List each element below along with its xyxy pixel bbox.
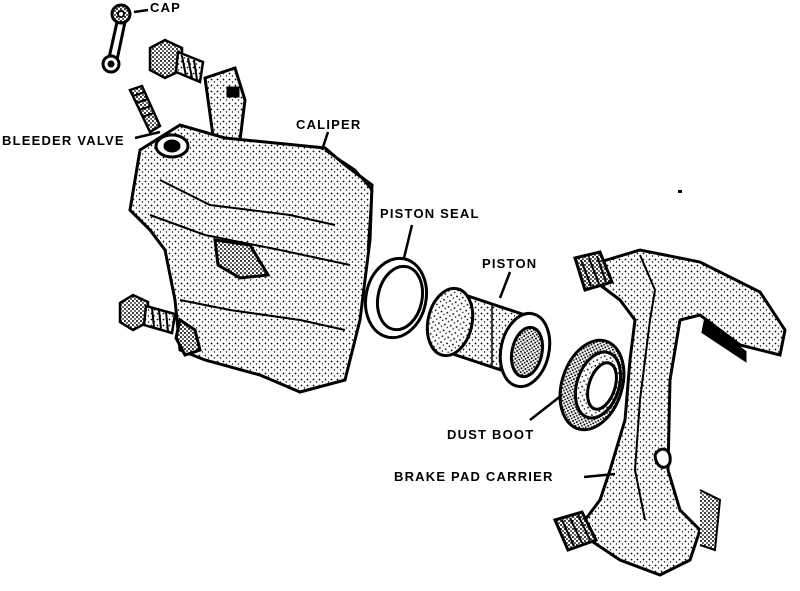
piston <box>425 286 552 389</box>
upper-mounting-bolt <box>148 38 205 84</box>
leader-cap <box>133 8 149 14</box>
leader-lines <box>133 8 616 479</box>
leader-bleeder-valve <box>134 130 161 140</box>
caliper-body <box>128 66 374 394</box>
leader-dust-boot <box>529 394 563 421</box>
leader-caliper <box>320 131 330 151</box>
leader-piston <box>498 271 512 299</box>
bleeder-valve <box>128 84 162 134</box>
label-dust-boot: DUST BOOT <box>447 427 535 442</box>
bleeder-cap <box>101 3 132 74</box>
brake-pad-carrier <box>552 248 787 577</box>
lower-mounting-bolt <box>118 293 177 335</box>
dust-boot <box>558 338 626 432</box>
label-brake-pad-carrier: BRAKE PAD CARRIER <box>394 469 554 484</box>
leader-brake-pad-carrier <box>583 472 616 479</box>
label-cap: CAP <box>150 0 182 15</box>
label-bleeder-valve: BLEEDER VALVE <box>2 133 125 148</box>
leader-piston-seal <box>402 224 414 259</box>
piston-seal <box>363 256 429 340</box>
label-piston-seal: PISTON SEAL <box>380 206 480 221</box>
label-piston: PISTON <box>482 256 538 271</box>
label-caliper: CALIPER <box>296 117 362 132</box>
stray-mark <box>678 190 682 193</box>
